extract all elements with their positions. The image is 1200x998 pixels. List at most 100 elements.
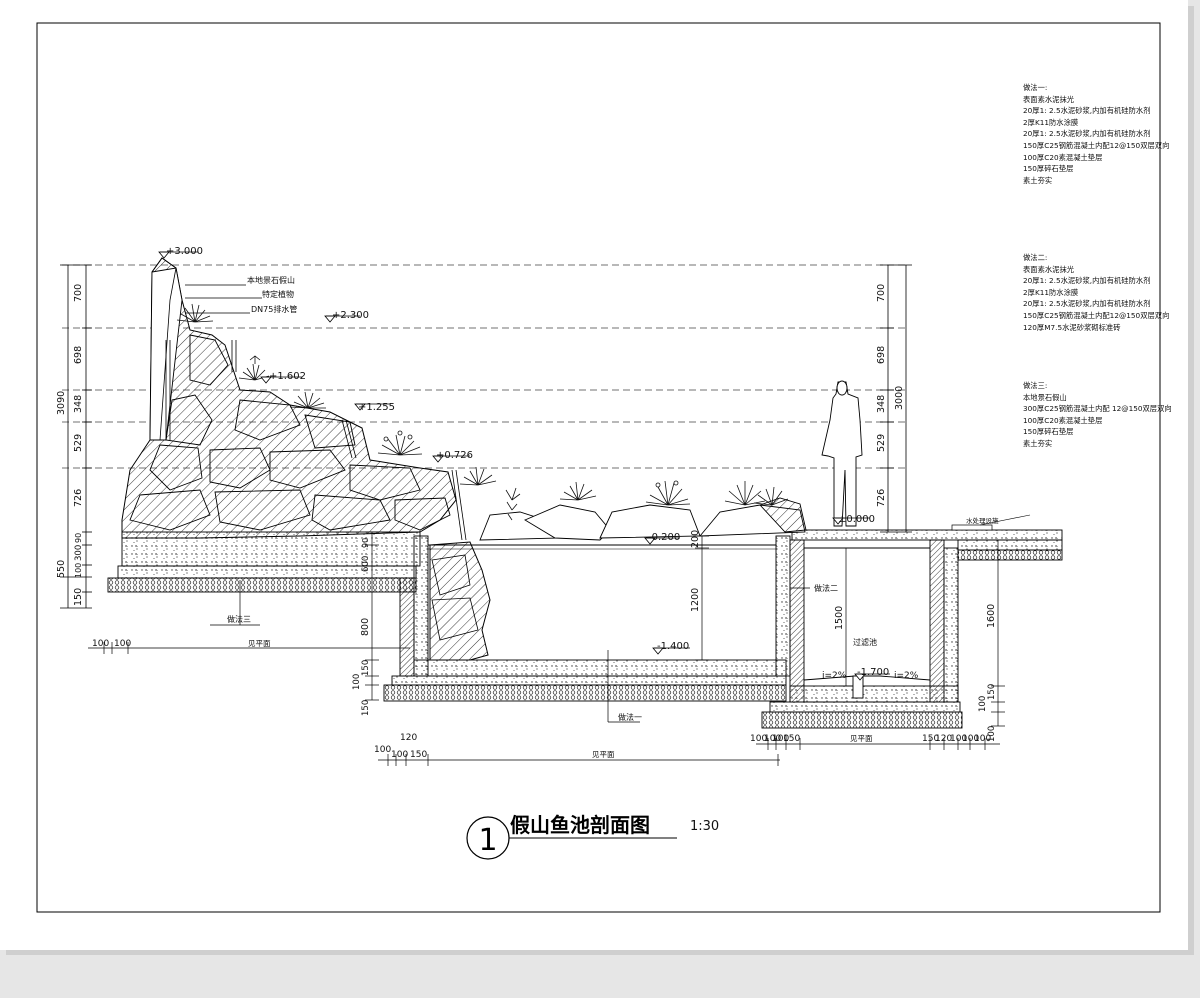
dim-bot-100f: 100 (764, 734, 781, 744)
dim-left-726: 726 (73, 489, 84, 507)
elevation-lines (62, 264, 905, 469)
dim-bot-100j: 100 (974, 734, 991, 744)
dim-pond-200: 200 (690, 530, 701, 548)
paper-shadow (1188, 6, 1194, 954)
label-see-plan-3: 见平面 (850, 734, 873, 743)
dim-bot-100b: 100 (114, 639, 131, 649)
leader-lines (185, 284, 810, 723)
dim-left-150: 150 (73, 588, 84, 606)
title-index: 1 (478, 823, 497, 858)
note-line: 150厚碎石垫层 (1023, 427, 1074, 437)
note-line: 150厚碎石垫层 (1023, 164, 1074, 174)
dim-pond-800: 800 (360, 618, 371, 636)
left-dimension-texts: 700 698 348 529 726 90 300 100 550 150 3… (56, 284, 84, 606)
dim-bot-150c: 150 (922, 734, 939, 744)
drawing-scale: 1:30 (690, 819, 719, 834)
elev-1255: +1.255 (358, 402, 395, 413)
elev-3000: +3.000 (166, 246, 203, 257)
label-plants: 特定植物 (262, 289, 294, 299)
drain-pipe (165, 340, 171, 440)
dim-pond-1500: 1500 (834, 606, 845, 630)
annotation-labels: 本地景石假山 特定植物 DN75排水管 做法三 做法一 做法二 过滤池 水处理设… (227, 275, 999, 722)
note-line: 120厚M7.5水泥砂浆砌标准砖 (1023, 322, 1121, 332)
dim-left-3090: 3090 (56, 391, 67, 415)
dim-left-348: 348 (73, 395, 84, 413)
waterfall (231, 340, 467, 541)
drawing-title: 假山鱼池剖面图 (510, 813, 650, 837)
dim-bot-100a: 100 (92, 639, 109, 649)
dim-right-726: 726 (876, 489, 887, 507)
note-line: 表面素水泥抹光 (1023, 94, 1075, 104)
dim-bot-100g: 100 (772, 734, 789, 744)
note-line: 150厚C25钢筋混凝土内配12@150双层双向 (1023, 140, 1170, 150)
note-line: 100厚C20素混凝土垫层 (1023, 152, 1103, 162)
note-line: 2厚K11防水涂膜 (1023, 117, 1079, 127)
dim-bot-100h: 100 (950, 734, 967, 744)
note-line: 做法三: (1023, 381, 1048, 390)
note-line: 2厚K11防水涂膜 (1023, 287, 1079, 297)
bottom-dimension-texts: 100 100 见平面 120 100 100 150 见平面 100 100 … (92, 639, 991, 760)
label-method-two: 做法二 (814, 583, 838, 593)
note-line: 20厚1: 2.5水泥砂浆,内加有机硅防水剂 (1023, 129, 1151, 139)
drawing-frame (36, 22, 1161, 913)
dim-right-698: 698 (876, 346, 887, 364)
dim-bot-150a: 150 (410, 750, 427, 760)
label-slope1: i=2% (822, 671, 847, 681)
dim-left-529: 529 (73, 434, 84, 452)
dim-bot-120: 120 (400, 733, 417, 743)
filter-tank (761, 539, 963, 729)
label-pipe: DN75排水管 (251, 304, 297, 314)
dim-left-300: 300 (74, 545, 84, 561)
dim-bot-150b: 150 (783, 734, 800, 744)
dim-bot-100i: 100 (962, 734, 979, 744)
note-line: 做法一: (1023, 83, 1048, 92)
bottom-dimension-lines (88, 642, 1000, 766)
label-filter: 过滤池 (853, 637, 877, 647)
dim-right-700: 700 (876, 284, 887, 302)
elevation-markers (158, 251, 890, 681)
note-line: 做法二: (1023, 253, 1048, 262)
note-line: 20厚1: 2.5水泥砂浆,内加有机硅防水剂 (1023, 106, 1151, 116)
paper-shadow-bottom (6, 950, 1194, 955)
person-figure (821, 380, 863, 527)
note-line: 300厚C25钢筋混凝土内配 12@150双层双向 (1023, 404, 1172, 414)
dim-bot-100d: 100 (391, 750, 408, 760)
elev-1602: +1.602 (269, 371, 306, 382)
right-dimension-texts: 700 698 348 529 726 3000 (876, 284, 905, 507)
notes-method-three: 做法三: 本地景石假山 300厚C25钢筋混凝土内配 12@150双层双向 10… (1023, 380, 1172, 450)
dim-pond-150c: 150 (987, 684, 997, 700)
label-rockery: 本地景石假山 (247, 275, 295, 285)
dim-pond-90: 90 (361, 538, 370, 548)
note-line: 150厚C25钢筋混凝土内配12@150双层双向 (1023, 310, 1170, 320)
shore-boulders (479, 497, 807, 541)
label-see-plan-1: 见平面 (248, 639, 271, 648)
dim-pond-1600: 1600 (986, 604, 997, 628)
elev-0726: +0.726 (436, 450, 473, 461)
title-block: 1 假山鱼池剖面图 1:30 (466, 813, 719, 860)
label-method-one: 做法一 (618, 712, 642, 722)
note-line: 素土夯实 (1023, 175, 1053, 185)
note-line: 表面素水泥抹光 (1023, 264, 1075, 274)
dim-pond-100b: 100 (978, 696, 988, 712)
note-line: 100厚C20素混凝土垫层 (1023, 415, 1103, 425)
note-line: 素土夯实 (1023, 438, 1053, 448)
ground-slab (791, 514, 1063, 561)
pond-dimension-lines (365, 531, 1005, 727)
dim-pond-150b: 150 (361, 700, 371, 716)
elev-2300: +2.300 (332, 310, 369, 321)
dim-left-100: 100 (74, 563, 83, 578)
dim-right-529: 529 (876, 434, 887, 452)
dim-left-700: 700 (73, 284, 84, 302)
dim-bot-120b: 120 (935, 734, 952, 744)
elevation-texts: +3.000 +2.300 +1.602 +1.255 +0.726 -0.20… (166, 246, 889, 678)
label-method-three: 做法三 (227, 614, 251, 624)
elev-neg1400: -1.400 (657, 641, 689, 652)
dim-pond-100c: 100 (987, 726, 997, 742)
label-see-plan-2: 见平面 (592, 750, 615, 759)
pond-dimension-texts: 200 1200 1500 1600 800 150 100 150 150 1… (352, 530, 997, 742)
elev-neg0200: -0.200 (648, 532, 680, 543)
notes-method-one: 做法一: 表面素水泥抹光 20厚1: 2.5水泥砂浆,内加有机硅防水剂 2厚K1… (1023, 82, 1169, 186)
notes-method-two: 做法二: 表面素水泥抹光 20厚1: 2.5水泥砂浆,内加有机硅防水剂 2厚K1… (1023, 252, 1169, 333)
note-line: 本地景石假山 (1023, 392, 1067, 402)
dim-right-3000: 3000 (894, 386, 905, 410)
